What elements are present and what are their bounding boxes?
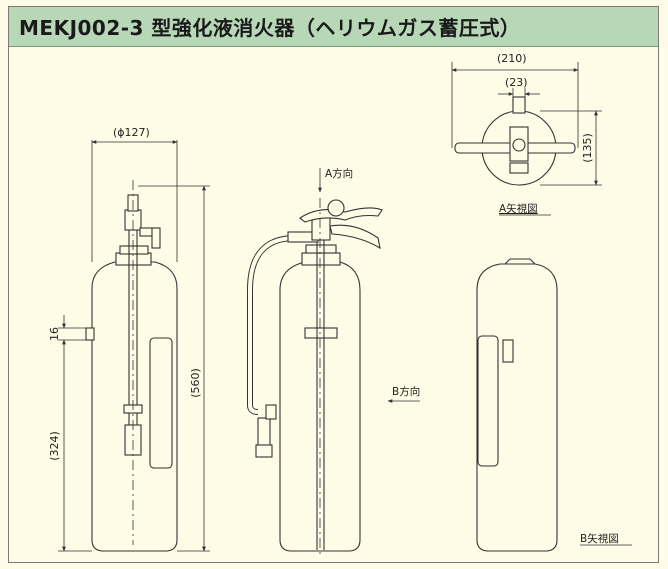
rear-view [476, 258, 558, 552]
label-direction-a: A方向 [325, 167, 353, 180]
label-view-a: A矢視図 [499, 202, 538, 215]
label-direction-b: B方向 [392, 385, 420, 398]
dim-valve-width: (23) [505, 76, 528, 89]
top-view [454, 96, 576, 186]
front-view [247, 168, 383, 555]
dim-diameter: (ϕ127) [113, 126, 150, 139]
side-view [85, 180, 178, 552]
top-view-dimensions [451, 62, 602, 186]
dim-nozzle-height: (324) [48, 431, 61, 461]
dim-nozzle-offset: 16 [48, 327, 61, 341]
side-view-dimensions [58, 140, 210, 552]
title-bar: MEKJ002-3 型強化液消火器（ヘリウムガス蓄圧式） [9, 7, 658, 47]
dim-top-width: (210) [497, 52, 527, 65]
label-view-b: B矢視図 [580, 532, 619, 545]
page-title: MEKJ002-3 型強化液消火器（ヘリウムガス蓄圧式） [19, 16, 521, 40]
dim-height: (560) [189, 368, 202, 398]
dim-top-depth: (135) [581, 133, 594, 163]
